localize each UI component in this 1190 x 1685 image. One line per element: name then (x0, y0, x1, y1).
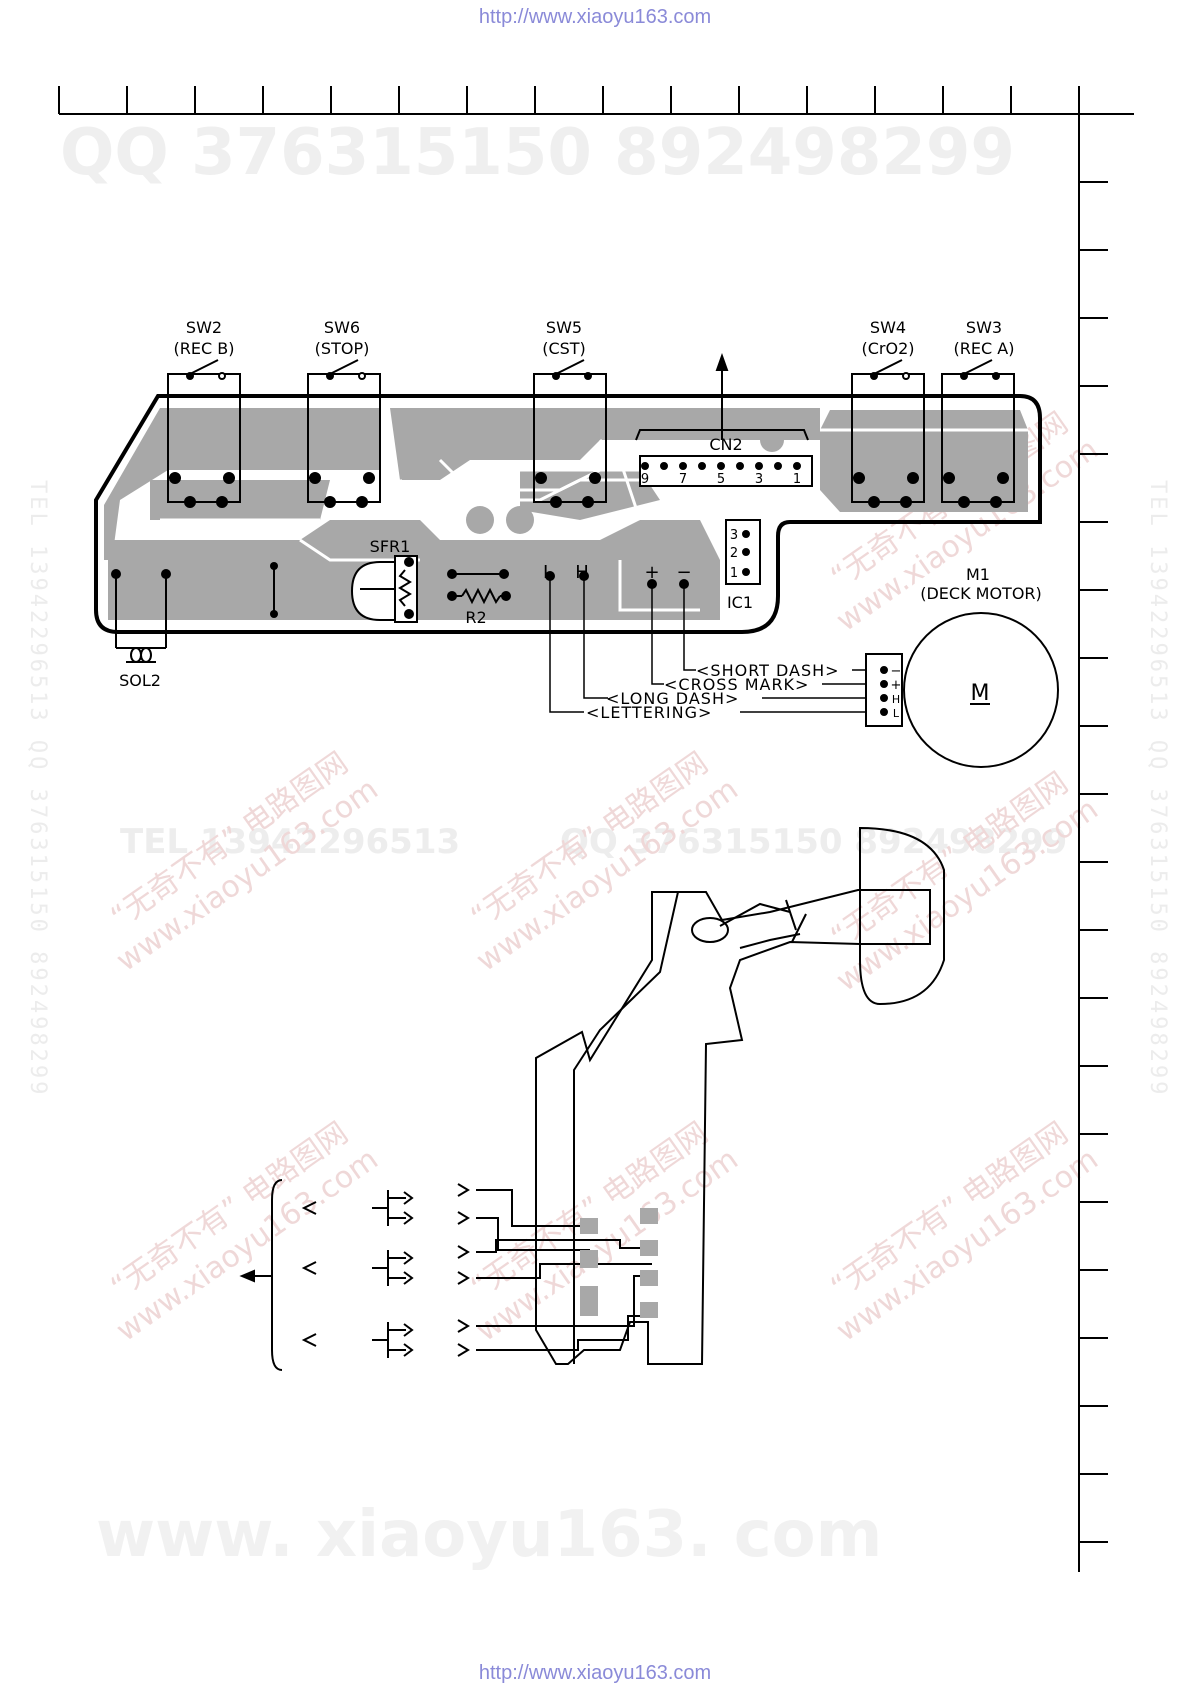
pad-h: H (575, 562, 589, 583)
sfr1-label: SFR1 (370, 537, 411, 556)
ic1-pin-1: 1 (730, 566, 738, 581)
flex-pcb-drawing (535, 826, 945, 1365)
footer-url[interactable]: http://www.xiaoyu163.com (478, 1662, 712, 1684)
pad-l: L (543, 562, 553, 583)
switch-sw2 (167, 359, 241, 508)
copper-traces (104, 408, 1028, 620)
motor-symbol: M (971, 681, 990, 706)
sw4-name: (CrO2) (861, 339, 914, 358)
sw3-name: (REC A) (954, 339, 1015, 358)
sw6-name: (STOP) (315, 339, 370, 358)
ic1-pin-3: 3 (730, 528, 738, 543)
cn2-connector (635, 353, 813, 487)
harness-pads (580, 1208, 658, 1318)
r2-resistor (447, 569, 511, 605)
motor-pin-h: H (892, 693, 900, 706)
switch-sw6 (307, 359, 381, 508)
switch-sw4 (851, 359, 925, 508)
pcb-outline (94, 394, 1042, 634)
pad-minus: − (676, 562, 691, 583)
cn2-pin-1: 1 (793, 472, 801, 487)
ic1-pin-2: 2 (730, 546, 738, 561)
motor-ref: M1 (966, 565, 990, 584)
sw6-ref: SW6 (324, 318, 360, 337)
jumper-dots (270, 562, 278, 618)
watermark-tel: TEL 13942296513 (120, 822, 461, 862)
sw4-ref: SW4 (870, 318, 906, 337)
legend-lettering: <LETTERING> (586, 703, 712, 722)
deck-motor (865, 612, 1059, 768)
legend-long-dash: <LONG DASH> (606, 689, 739, 708)
sol2-label: SOL2 (119, 671, 161, 690)
motor-pin-l: L (893, 707, 900, 720)
sol2-solenoid (111, 569, 171, 663)
cn2-pin-7: 7 (679, 472, 687, 487)
watermark-site-bottom: www. xiaoyu163. com (96, 1498, 883, 1572)
ic1-chip (725, 519, 761, 585)
switch-sw5 (533, 359, 607, 508)
watermark-qq-mid: QQ 376315150 892498299 (560, 822, 1068, 862)
cn2-pin-5: 5 (717, 472, 725, 487)
harness-wires (476, 1189, 652, 1351)
switch-sw3 (941, 359, 1015, 508)
motor-pin-minus: − (891, 664, 902, 679)
ruler-frame (58, 86, 1134, 1572)
legend-cross-mark: <CROSS MARK> (664, 675, 809, 694)
motor-name: (DECK MOTOR) (920, 584, 1042, 603)
sw2-name: (REC B) (174, 339, 235, 358)
header-url[interactable]: http://www.xiaoyu163.com (478, 6, 712, 28)
sw5-ref: SW5 (546, 318, 582, 337)
r2-label: R2 (465, 608, 486, 627)
pad-plus: + (644, 562, 659, 583)
sw3-ref: SW3 (966, 318, 1002, 337)
cn2-pin-9: 9 (641, 472, 649, 487)
sw2-ref: SW2 (186, 318, 222, 337)
cn2-label: CN2 (709, 435, 742, 454)
harness-switches (239, 1179, 470, 1371)
motor-pin-plus: + (891, 678, 902, 693)
cn2-pin-3: 3 (755, 472, 763, 487)
ic1-label: IC1 (727, 593, 753, 612)
watermark-qq-top: QQ 376315150 892498299 (60, 116, 1015, 190)
sw5-name: (CST) (542, 339, 586, 358)
sfr1-resistor (350, 555, 418, 623)
legend-short-dash: <SHORT DASH> (696, 661, 840, 680)
